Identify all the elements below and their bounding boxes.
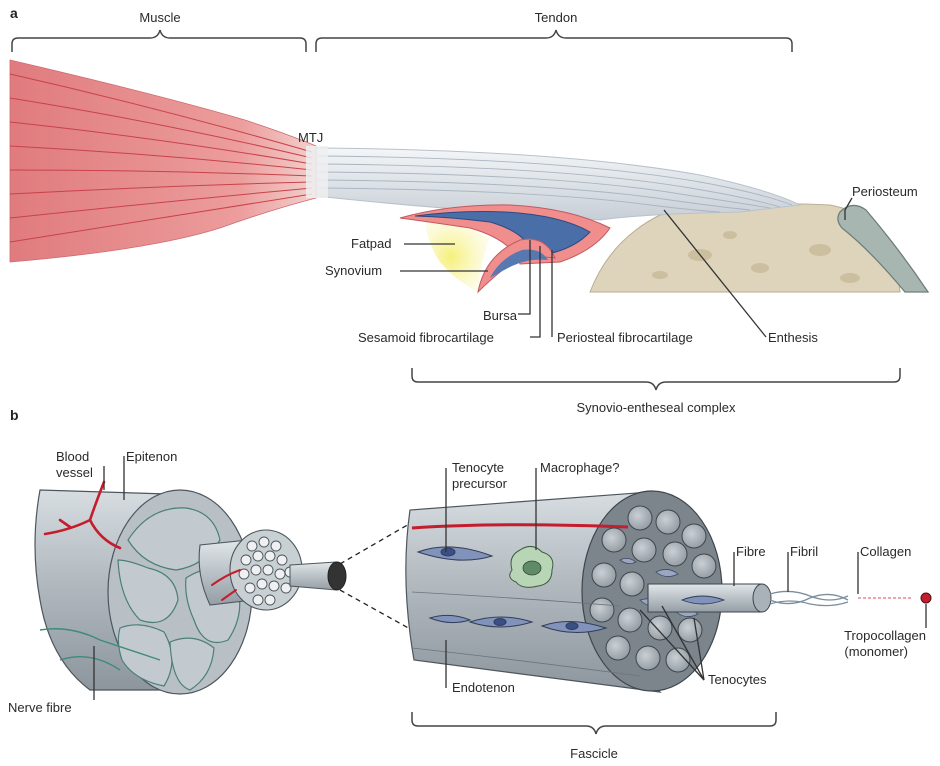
- panel-b-letter: b: [10, 407, 19, 423]
- nerve-fibre-label: Nerve fibre: [8, 700, 72, 715]
- macrophage-label: Macrophage?: [540, 460, 620, 475]
- tropocollagen-label-1: Tropocollagen: [844, 628, 926, 643]
- tropocollagen-label-2: (monomer): [844, 644, 908, 659]
- fibre-label: Fibre: [736, 544, 766, 559]
- synovium-label: Synovium: [325, 263, 382, 278]
- sesamoid-fibrocartilage-label: Sesamoid fibrocartilage: [358, 330, 494, 345]
- fascicle-label: Fascicle: [570, 746, 618, 761]
- fibril-label: Fibril: [790, 544, 818, 559]
- muscle: [10, 60, 316, 262]
- fibril-strands: [770, 591, 848, 605]
- mtj-label: MTJ: [298, 130, 323, 145]
- tendon: [316, 148, 800, 220]
- synovio-entheseal-label: Synovio-entheseal complex: [577, 400, 736, 415]
- endotenon-label: Endotenon: [452, 680, 515, 695]
- enthesis-label: Enthesis: [768, 330, 818, 345]
- sesamoid-fibrocartilage: [478, 239, 555, 292]
- tendon-brace: [316, 30, 792, 52]
- blood-vessel-label-1: Blood: [56, 449, 89, 464]
- tenocyte-precursor-label-1: Tenocyte: [452, 460, 504, 475]
- panel-a-letter: a: [10, 5, 18, 21]
- muscle-label: Muscle: [139, 10, 180, 25]
- bursa-label: Bursa: [483, 308, 518, 323]
- tenocytes-label: Tenocytes: [708, 672, 767, 687]
- fascicle-brace: [412, 712, 776, 734]
- synovio-entheseal-brace: [412, 368, 900, 390]
- fatpad-label: Fatpad: [351, 236, 391, 251]
- tropocollagen-dot: [921, 593, 931, 603]
- collagen-label: Collagen: [860, 544, 911, 559]
- single-fascicle-face: [328, 562, 346, 590]
- epitenon-label: Epitenon: [126, 449, 177, 464]
- mtj-zone: [306, 146, 328, 198]
- tendon-label: Tendon: [535, 10, 578, 25]
- periosteum-label: Periosteum: [852, 184, 918, 199]
- fibre-rod-face: [753, 584, 771, 612]
- blood-vessel-label-2: vessel: [56, 465, 93, 480]
- muscle-brace: [12, 30, 306, 52]
- tenocyte-precursor-label-2: precursor: [452, 476, 508, 491]
- periosteal-fibrocartilage-label: Periosteal fibrocartilage: [557, 330, 693, 345]
